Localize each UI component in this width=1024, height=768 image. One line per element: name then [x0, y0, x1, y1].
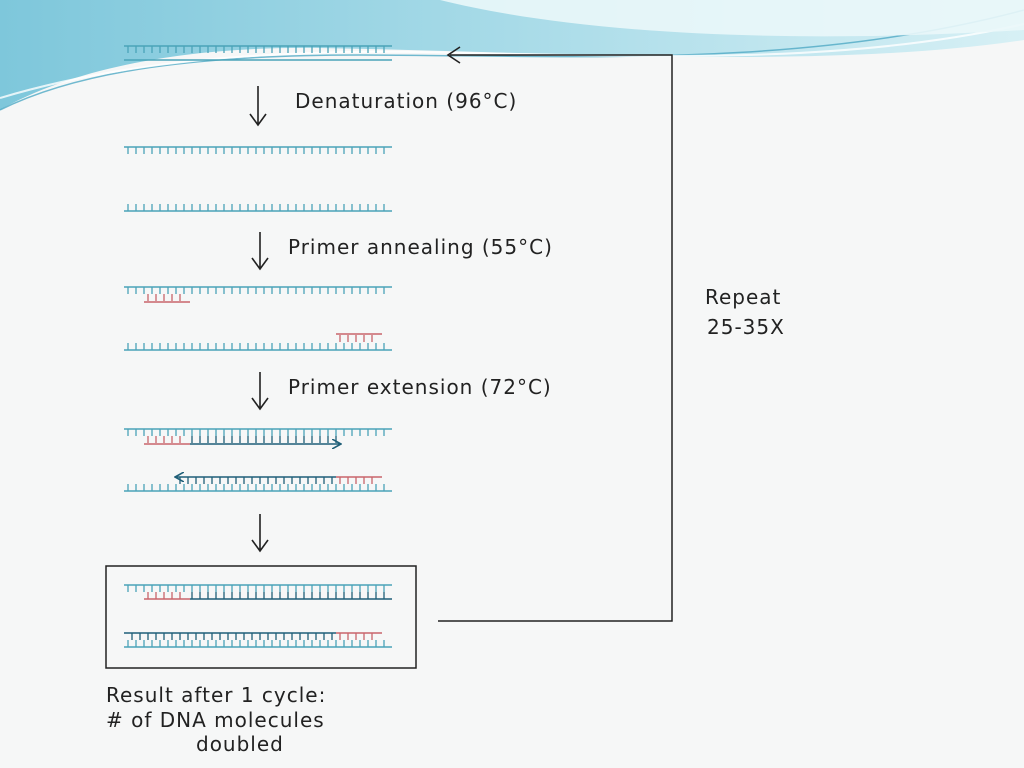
extension-top-strand — [124, 428, 392, 436]
primer-ticks-ext-top — [147, 436, 181, 443]
primer-ticks-top — [147, 294, 181, 301]
new-ticks-ext-bottom — [179, 477, 333, 484]
result-2-primer-ticks — [339, 633, 373, 640]
result-2-bottom-strand — [124, 640, 392, 648]
repeat-count: 25-35X — [707, 315, 785, 339]
label-annealing: Primer annealing (55°C) — [288, 235, 553, 259]
step-arrow-denaturation — [249, 86, 267, 127]
step-arrow-extension — [251, 372, 269, 411]
result-caption-line-2: # of DNA molecules — [106, 708, 325, 732]
extension-bottom-strand — [124, 484, 392, 492]
step-arrow-result — [251, 514, 269, 553]
primer-ticks-bottom — [339, 335, 373, 342]
repeat-loop-arrow — [438, 46, 673, 622]
annealing-bottom-strand — [124, 343, 392, 351]
denatured-top-strand — [124, 146, 392, 154]
result-1-new-ticks — [191, 592, 385, 599]
result-box — [105, 565, 417, 669]
initial-top-strand — [124, 45, 392, 53]
result-1-primer-ticks — [147, 592, 181, 599]
header-banner — [0, 0, 1024, 111]
label-denaturation: Denaturation (96°C) — [295, 89, 517, 113]
dna-strands — [124, 45, 392, 648]
repeat-label: Repeat — [705, 285, 781, 309]
denatured-bottom-strand — [124, 204, 392, 212]
result-caption-line-1: Result after 1 cycle: — [106, 683, 326, 707]
step-arrow-annealing — [251, 232, 269, 271]
new-ticks-ext-top — [191, 436, 337, 443]
label-extension: Primer extension (72°C) — [288, 375, 552, 399]
primer-ticks-ext-bottom — [339, 477, 373, 484]
result-1-top-strand — [124, 584, 392, 592]
result-caption-line-3: doubled — [196, 732, 284, 756]
result-2-new-ticks — [131, 633, 333, 640]
annealing-top-strand — [124, 286, 392, 294]
